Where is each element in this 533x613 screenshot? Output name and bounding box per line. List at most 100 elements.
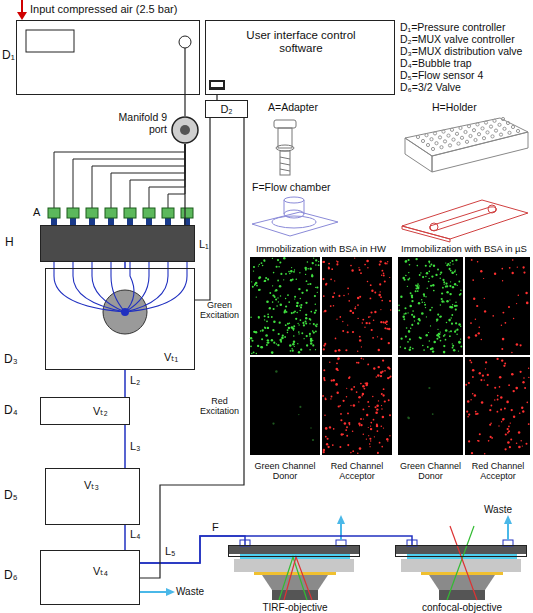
molecule-spot: [460, 346, 462, 348]
molecule-spot: [305, 321, 307, 323]
manifold-hub: [180, 125, 190, 135]
molecule-spot: [411, 296, 413, 298]
molecule-spot: [452, 263, 453, 264]
holder-well: [448, 144, 451, 147]
molecule-spot: [483, 379, 484, 380]
molecule-spot: [380, 309, 381, 310]
waste-line: [340, 522, 342, 540]
figure-label: D₁=Pressure controller: [400, 22, 505, 34]
molecule-spot: [307, 283, 309, 285]
molecule-spot: [280, 341, 282, 343]
molecule-spot: [364, 264, 366, 266]
molecule-spot: [280, 304, 283, 307]
molecule-spot: [382, 416, 385, 419]
image-panel: [250, 357, 320, 455]
molecule-spot: [259, 289, 261, 291]
knob-stem: [184, 48, 185, 95]
molecule-spot: [330, 278, 332, 280]
molecule-spot: [497, 399, 499, 401]
molecule-spot: [250, 337, 252, 339]
molecule-spot: [410, 292, 412, 294]
adapter: [181, 208, 193, 218]
molecule-spot: [326, 443, 328, 445]
molecule-spot: [253, 351, 255, 353]
molecule-spot: [508, 430, 510, 432]
molecule-spot: [478, 332, 480, 334]
molecule-spot: [325, 284, 327, 286]
molecule-spot: [310, 338, 313, 341]
molecule-spot: [455, 302, 457, 304]
holder-front: [432, 132, 528, 172]
molecule-spot: [303, 324, 305, 326]
molecule-spot: [355, 306, 356, 307]
molecule-spot: [300, 304, 302, 306]
molecule-spot: [293, 340, 295, 342]
molecule-spot: [370, 425, 371, 426]
molecule-spot: [443, 351, 446, 354]
molecule-spot: [377, 374, 379, 376]
molecule-spot: [458, 281, 460, 283]
volume-label: Vₜ₄: [93, 565, 123, 577]
molecule-spot: [313, 257, 314, 258]
molecule-spot: [272, 422, 274, 424]
molecule-spot: [380, 338, 382, 340]
molecule-spot: [323, 295, 325, 297]
molecule-spot: [522, 410, 524, 412]
molecule-spot: [450, 262, 451, 263]
molecule-spot: [458, 341, 460, 343]
molecule-spot: [357, 350, 358, 351]
molecule-spot: [528, 377, 529, 378]
molecule-spot: [309, 323, 310, 324]
molecule-spot: [353, 404, 356, 407]
molecule-spot: [381, 275, 383, 277]
node-label: TIRF-objective: [229, 602, 361, 613]
molecule-spot: [378, 349, 380, 351]
molecule-spot: [277, 259, 279, 261]
molecule-spot: [328, 267, 330, 269]
molecule-spot: [379, 264, 381, 266]
molecule-spot: [402, 315, 404, 317]
molecule-spot: [452, 286, 454, 288]
molecule-spot: [309, 349, 311, 351]
molecule-spot: [439, 278, 440, 279]
figure-label: Input compressed air (2.5 bar): [30, 3, 240, 15]
chamber-port-wall: [304, 200, 305, 214]
molecule-spot: [380, 296, 382, 298]
molecule-spot: [487, 374, 489, 376]
image-panel: [465, 357, 530, 455]
molecule-spot: [496, 358, 498, 360]
molecule-spot: [475, 319, 476, 320]
molecule-spot: [412, 348, 414, 350]
distribution-valve-disc: [103, 290, 147, 334]
molecule-spot: [275, 298, 277, 300]
molecule-spot: [519, 371, 521, 373]
molecule-spot: [323, 377, 325, 379]
valve-center: [121, 308, 129, 316]
molecule-spot: [368, 406, 370, 408]
molecule-spot: [366, 414, 368, 416]
molecule-spot: [314, 295, 316, 297]
molecule-spot: [250, 316, 252, 318]
molecule-spot: [260, 330, 262, 332]
molecule-spot: [446, 322, 448, 324]
molecule-spot: [334, 350, 336, 352]
holder-side: [405, 138, 432, 172]
molecule-spot: [272, 329, 274, 331]
molecule-spot: [269, 307, 271, 309]
molecule-spot: [288, 271, 290, 273]
molecule-spot: [466, 411, 468, 413]
molecule-spot: [422, 276, 424, 278]
manifold-line: [130, 144, 185, 208]
molecule-spot: [479, 433, 481, 435]
molecule-spot: [283, 311, 285, 313]
molecule-spot: [436, 274, 438, 276]
molecule-spot: [256, 285, 258, 287]
molecule-spot: [467, 400, 469, 402]
molecule-spot: [475, 411, 477, 413]
molecule-spot: [376, 376, 377, 377]
molecule-spot: [310, 319, 312, 321]
molecule-spot: [303, 338, 304, 339]
molecule-spot: [255, 331, 257, 333]
molecule-spot: [304, 267, 306, 269]
figure-label: Waste: [484, 504, 512, 515]
